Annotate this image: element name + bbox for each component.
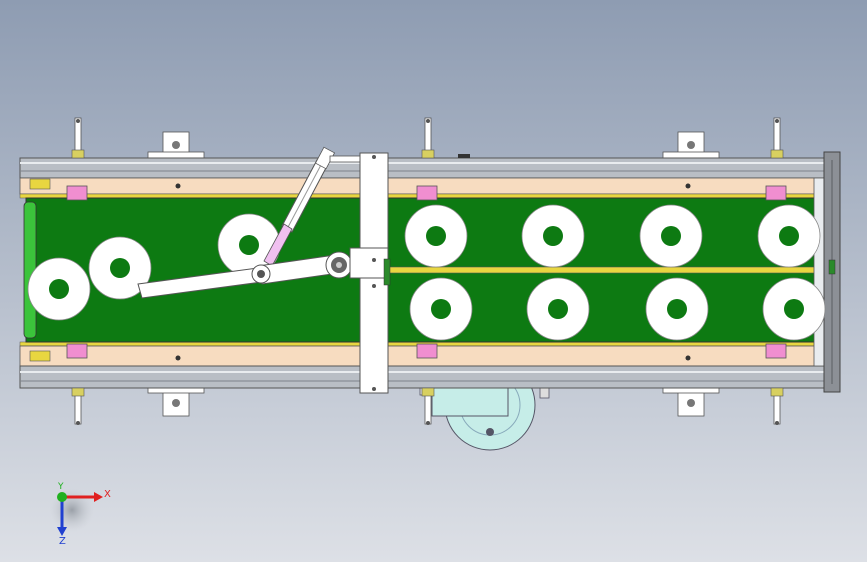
pusher-arm xyxy=(137,251,353,299)
axis-z-label: Z xyxy=(59,536,66,547)
shaft-tips xyxy=(76,119,779,425)
axis-y-label: Y xyxy=(57,482,64,492)
guide-pads xyxy=(66,185,787,359)
axis-x-label: X xyxy=(104,489,111,500)
right-end-frame xyxy=(813,151,841,393)
top-sensor xyxy=(458,154,470,158)
bracket-holes xyxy=(172,141,695,407)
shaft-collars xyxy=(71,149,784,397)
axis-triad: X Y Z xyxy=(50,482,111,547)
bottom-rail xyxy=(19,341,825,389)
center-divider-guide xyxy=(387,266,825,274)
disc-holes xyxy=(49,226,804,319)
left-end-blocks xyxy=(29,178,51,362)
cross-plate xyxy=(349,152,391,394)
guide-bolts xyxy=(175,183,691,361)
pneumatic-cylinder xyxy=(263,146,361,267)
